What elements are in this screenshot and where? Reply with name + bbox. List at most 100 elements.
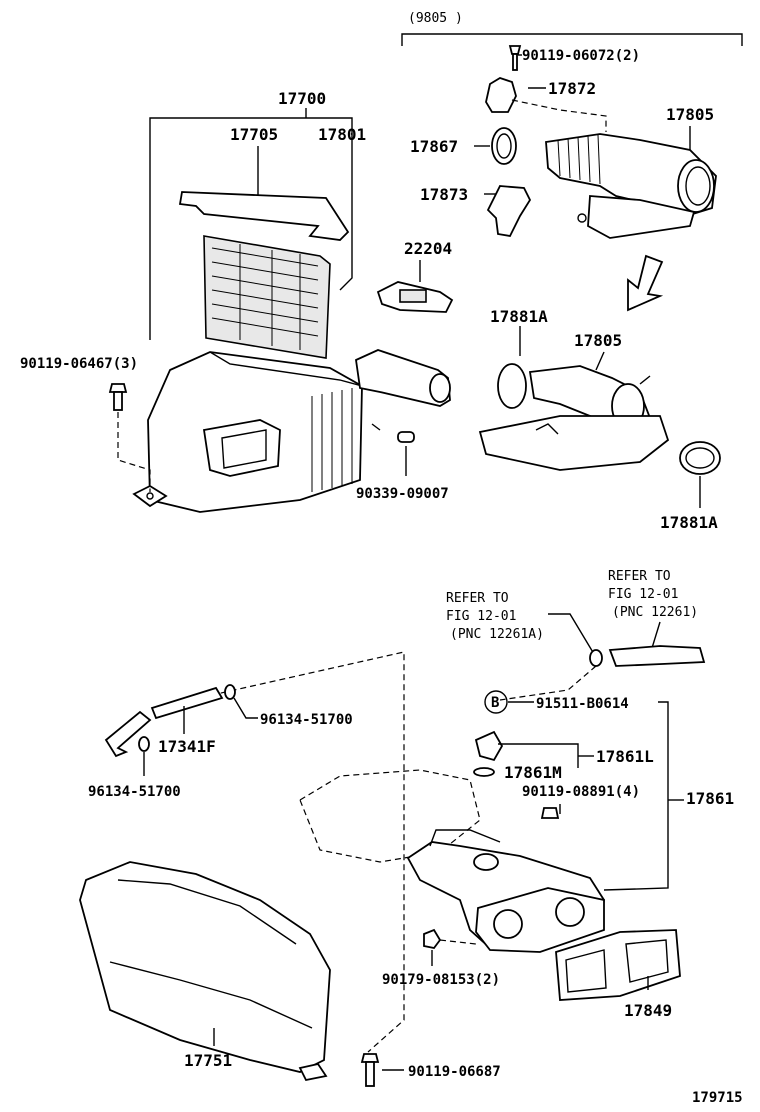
direction-arrow [627, 254, 664, 312]
label-17867: 17867 [410, 137, 458, 156]
oring-17861M [473, 767, 495, 777]
manifold-top [429, 829, 501, 847]
clamp-17867-inner [496, 133, 512, 159]
dash-pcv [499, 665, 597, 701]
label-22204: 22204 [404, 239, 452, 258]
air-cleaner-cap-plate [178, 191, 350, 241]
leader-17805-b [595, 351, 605, 371]
label-96134-51700-a: 96134-51700 [260, 712, 353, 728]
air-filter-element [203, 235, 331, 359]
leader-96134-a [233, 697, 258, 719]
case-outlet-ring [429, 373, 451, 403]
dash-ref-box [171, 651, 405, 1053]
callout-b-letter: B [491, 695, 499, 711]
leader-ref-b [651, 621, 661, 649]
ref-b-line3: (PNC 12261) [612, 605, 698, 620]
dash-17872 [511, 99, 607, 132]
label-90119-06687: 90119-06687 [408, 1064, 501, 1080]
label-17881A-b: 17881A [660, 513, 718, 532]
bolt-90119-06467-shank [113, 391, 123, 411]
resonator-b-pipe [639, 375, 651, 385]
label-17881A-a: 17881A [490, 307, 548, 326]
filter-pleats [211, 244, 319, 350]
manifold-port [473, 853, 499, 871]
flange-port-2 [555, 897, 585, 927]
label-17861: 17861 [686, 789, 734, 808]
leader-17861L [498, 743, 579, 768]
label-90119-06072: 90119-06072(2) [522, 48, 640, 64]
label-90179-08153: 90179-08153(2) [382, 972, 500, 988]
figure-id: 179715 [692, 1090, 743, 1106]
leader-17861-group [603, 701, 669, 891]
label-17861M: 17861M [504, 763, 562, 782]
hose-17341F-elbow [104, 710, 152, 758]
clamp-17867 [491, 127, 517, 165]
gasket-17849 [555, 929, 681, 1001]
label-17805-b: 17805 [574, 331, 622, 350]
case-window-inner [221, 429, 267, 469]
label-17873: 17873 [420, 185, 468, 204]
case-mount-tab [132, 484, 168, 508]
ref-b-line2: FIG 12-01 [608, 587, 678, 602]
bracket-17872 [485, 77, 517, 113]
elbow-17861L [474, 730, 504, 762]
label-90119-06467: 90119-06467(3) [20, 356, 138, 372]
case-outlet-duct [355, 349, 451, 407]
clamp-17881A-b-inner [685, 447, 715, 469]
gasket-hole-2 [625, 939, 669, 983]
ref-a-line2: FIG 12-01 [446, 609, 516, 624]
flange-port-1 [493, 909, 523, 939]
case-inlet-window [202, 419, 281, 477]
bolt-90119-06072 [508, 45, 522, 55]
clip-96134-a [224, 684, 236, 700]
leader-ref-a [548, 613, 595, 655]
gasket-hole-1 [565, 949, 607, 993]
label-17341F: 17341F [158, 737, 216, 756]
ref-b-line1: REFER TO [608, 569, 671, 584]
clip-96134-b [138, 736, 150, 752]
label-17705: 17705 [230, 125, 278, 144]
label-17861L: 17861L [596, 747, 654, 766]
label-17849: 17849 [624, 1001, 672, 1020]
cover-mount-tab [298, 1062, 328, 1082]
ref-a-line1: REFER TO [446, 591, 509, 606]
date-range-label: (9805 ) [408, 11, 463, 26]
bracket-17873 [486, 185, 532, 237]
label-17805-a: 17805 [666, 105, 714, 124]
clamp-17881A-b [679, 441, 721, 475]
bolt-90119-06687-shank [365, 1061, 375, 1087]
case-mount-hole [146, 492, 154, 500]
hose-a-outlet [677, 159, 715, 213]
hose-a-outlet-inner [685, 166, 711, 206]
resonator-base-b [478, 415, 670, 471]
bolt-90119-06467 [108, 383, 128, 393]
ref-a-line3: (PNC 12261A) [450, 627, 544, 642]
date-range-bracket [401, 33, 743, 46]
label-17801: 17801 [318, 125, 366, 144]
resonator-a-mount [577, 213, 587, 223]
hose-17341F [150, 686, 224, 720]
label-17872: 17872 [548, 79, 596, 98]
pcv-hose-clip [589, 649, 603, 667]
bracket-17700 [149, 117, 353, 340]
clamp-17881A-a [497, 363, 527, 409]
callout-b-circle [484, 690, 508, 714]
label-90119-08891: 90119-08891(4) [522, 784, 640, 800]
bolt-90119-08891 [540, 807, 560, 819]
resonator-b-clip [535, 423, 559, 435]
engine-cover-17751 [79, 861, 331, 1073]
bolt-90119-06072-shank [512, 53, 518, 71]
label-91511-B0614: 91511-B0614 [536, 696, 629, 712]
resonator-base-a [587, 195, 696, 239]
engine-cover-edge-top [117, 879, 297, 945]
label-17751: 17751 [184, 1051, 232, 1070]
air-flow-meter-window [399, 289, 427, 303]
engine-cover-edge-mid [109, 961, 313, 1029]
case-ribs [311, 388, 353, 492]
label-90339-09007: 90339-09007 [356, 486, 449, 502]
pcv-hose-12261 [608, 645, 706, 667]
label-96134-51700-b: 96134-51700 [88, 784, 181, 800]
hose-bellows-a [557, 134, 601, 185]
dash-bolt-06467 [117, 412, 151, 492]
